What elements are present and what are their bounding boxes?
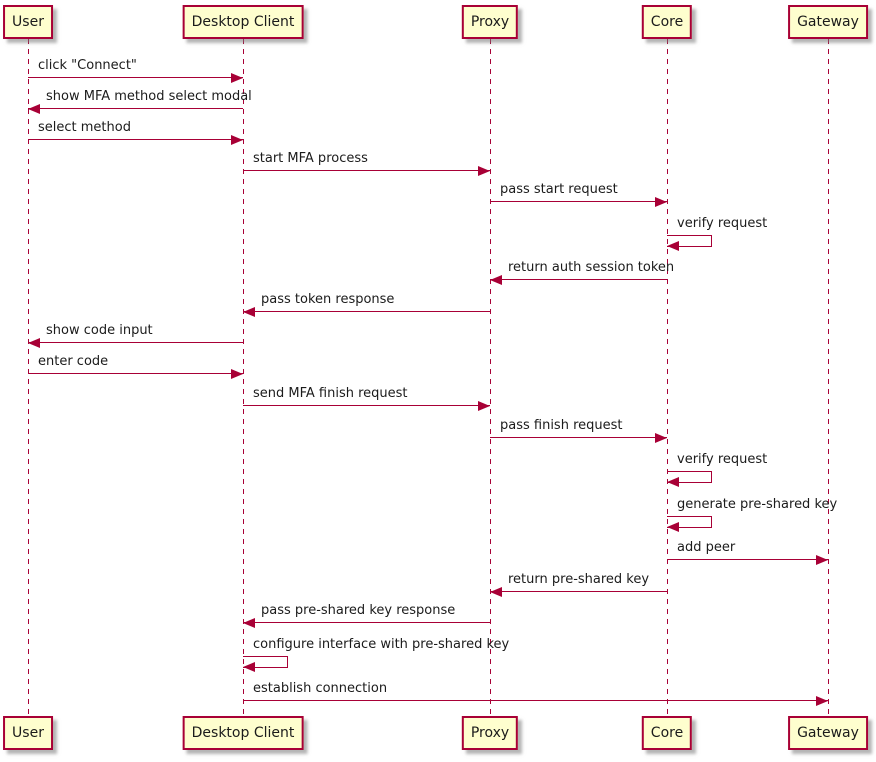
participant-box-top-core: Core — [641, 5, 693, 39]
self-message-loop — [667, 471, 712, 483]
message-label: pass start request — [500, 182, 618, 197]
message-label: show code input — [46, 323, 153, 338]
arrowhead-icon — [655, 433, 667, 443]
participant-box-bottom-user: User — [3, 716, 53, 750]
arrowhead-icon — [478, 401, 490, 411]
arrowhead-icon — [667, 241, 679, 251]
participant-box-bottom-desktop-client: Desktop Client — [182, 716, 304, 750]
message-arrow — [28, 77, 243, 78]
arrowhead-icon — [478, 166, 490, 176]
message-label: configure interface with pre-shared key — [253, 637, 510, 652]
participant-box-top-proxy: Proxy — [461, 5, 519, 39]
message-arrow — [243, 405, 490, 406]
participant-box-top-desktop-client: Desktop Client — [182, 5, 304, 39]
arrowhead-icon — [243, 618, 255, 628]
lifeline-desktop-client — [243, 39, 244, 716]
message-arrow — [243, 170, 490, 171]
message-label: show MFA method select modal — [46, 89, 252, 104]
self-message-loop — [667, 516, 712, 528]
message-label: send MFA finish request — [253, 386, 408, 401]
message-label: start MFA process — [253, 151, 368, 166]
self-message-loop — [243, 656, 288, 668]
lifeline-proxy — [490, 39, 491, 716]
arrowhead-icon — [28, 104, 40, 114]
arrowhead-icon — [490, 275, 502, 285]
message-arrow — [490, 591, 667, 592]
lifeline-gateway — [828, 39, 829, 716]
arrowhead-icon — [655, 197, 667, 207]
message-arrow — [490, 279, 667, 280]
arrowhead-icon — [490, 587, 502, 597]
message-label: pass finish request — [500, 418, 623, 433]
participant-box-bottom-gateway: Gateway — [788, 716, 868, 750]
arrowhead-icon — [243, 662, 255, 672]
participant-box-bottom-core: Core — [641, 716, 693, 750]
arrowhead-icon — [816, 696, 828, 706]
message-label: verify request — [677, 216, 768, 231]
message-label: return pre-shared key — [508, 572, 650, 587]
arrowhead-icon — [243, 307, 255, 317]
message-label: click "Connect" — [38, 58, 137, 73]
message-label: select method — [38, 120, 131, 135]
message-label: return auth session token — [508, 260, 675, 275]
lifeline-core — [667, 39, 668, 716]
arrowhead-icon — [231, 73, 243, 83]
arrowhead-icon — [231, 135, 243, 145]
self-message-loop — [667, 235, 712, 247]
message-arrow — [490, 201, 667, 202]
arrowhead-icon — [28, 338, 40, 348]
message-arrow — [28, 342, 243, 343]
participant-box-top-user: User — [3, 5, 53, 39]
message-label: verify request — [677, 452, 768, 467]
lifeline-user — [28, 39, 29, 716]
arrowhead-icon — [231, 369, 243, 379]
message-arrow — [667, 559, 828, 560]
message-label: pass pre-shared key response — [261, 603, 456, 618]
message-arrow — [28, 139, 243, 140]
message-label: generate pre-shared key — [677, 497, 838, 512]
message-label: enter code — [38, 354, 109, 369]
message-label: establish connection — [253, 681, 388, 696]
participant-box-bottom-proxy: Proxy — [461, 716, 519, 750]
message-arrow — [243, 622, 490, 623]
message-label: add peer — [677, 540, 736, 555]
arrowhead-icon — [667, 477, 679, 487]
arrowhead-icon — [816, 555, 828, 565]
message-arrow — [490, 437, 667, 438]
message-arrow — [243, 311, 490, 312]
participant-box-top-gateway: Gateway — [788, 5, 868, 39]
arrowhead-icon — [667, 522, 679, 532]
message-arrow — [28, 108, 243, 109]
message-arrow — [28, 373, 243, 374]
message-label: pass token response — [261, 292, 395, 307]
message-arrow — [243, 700, 828, 701]
